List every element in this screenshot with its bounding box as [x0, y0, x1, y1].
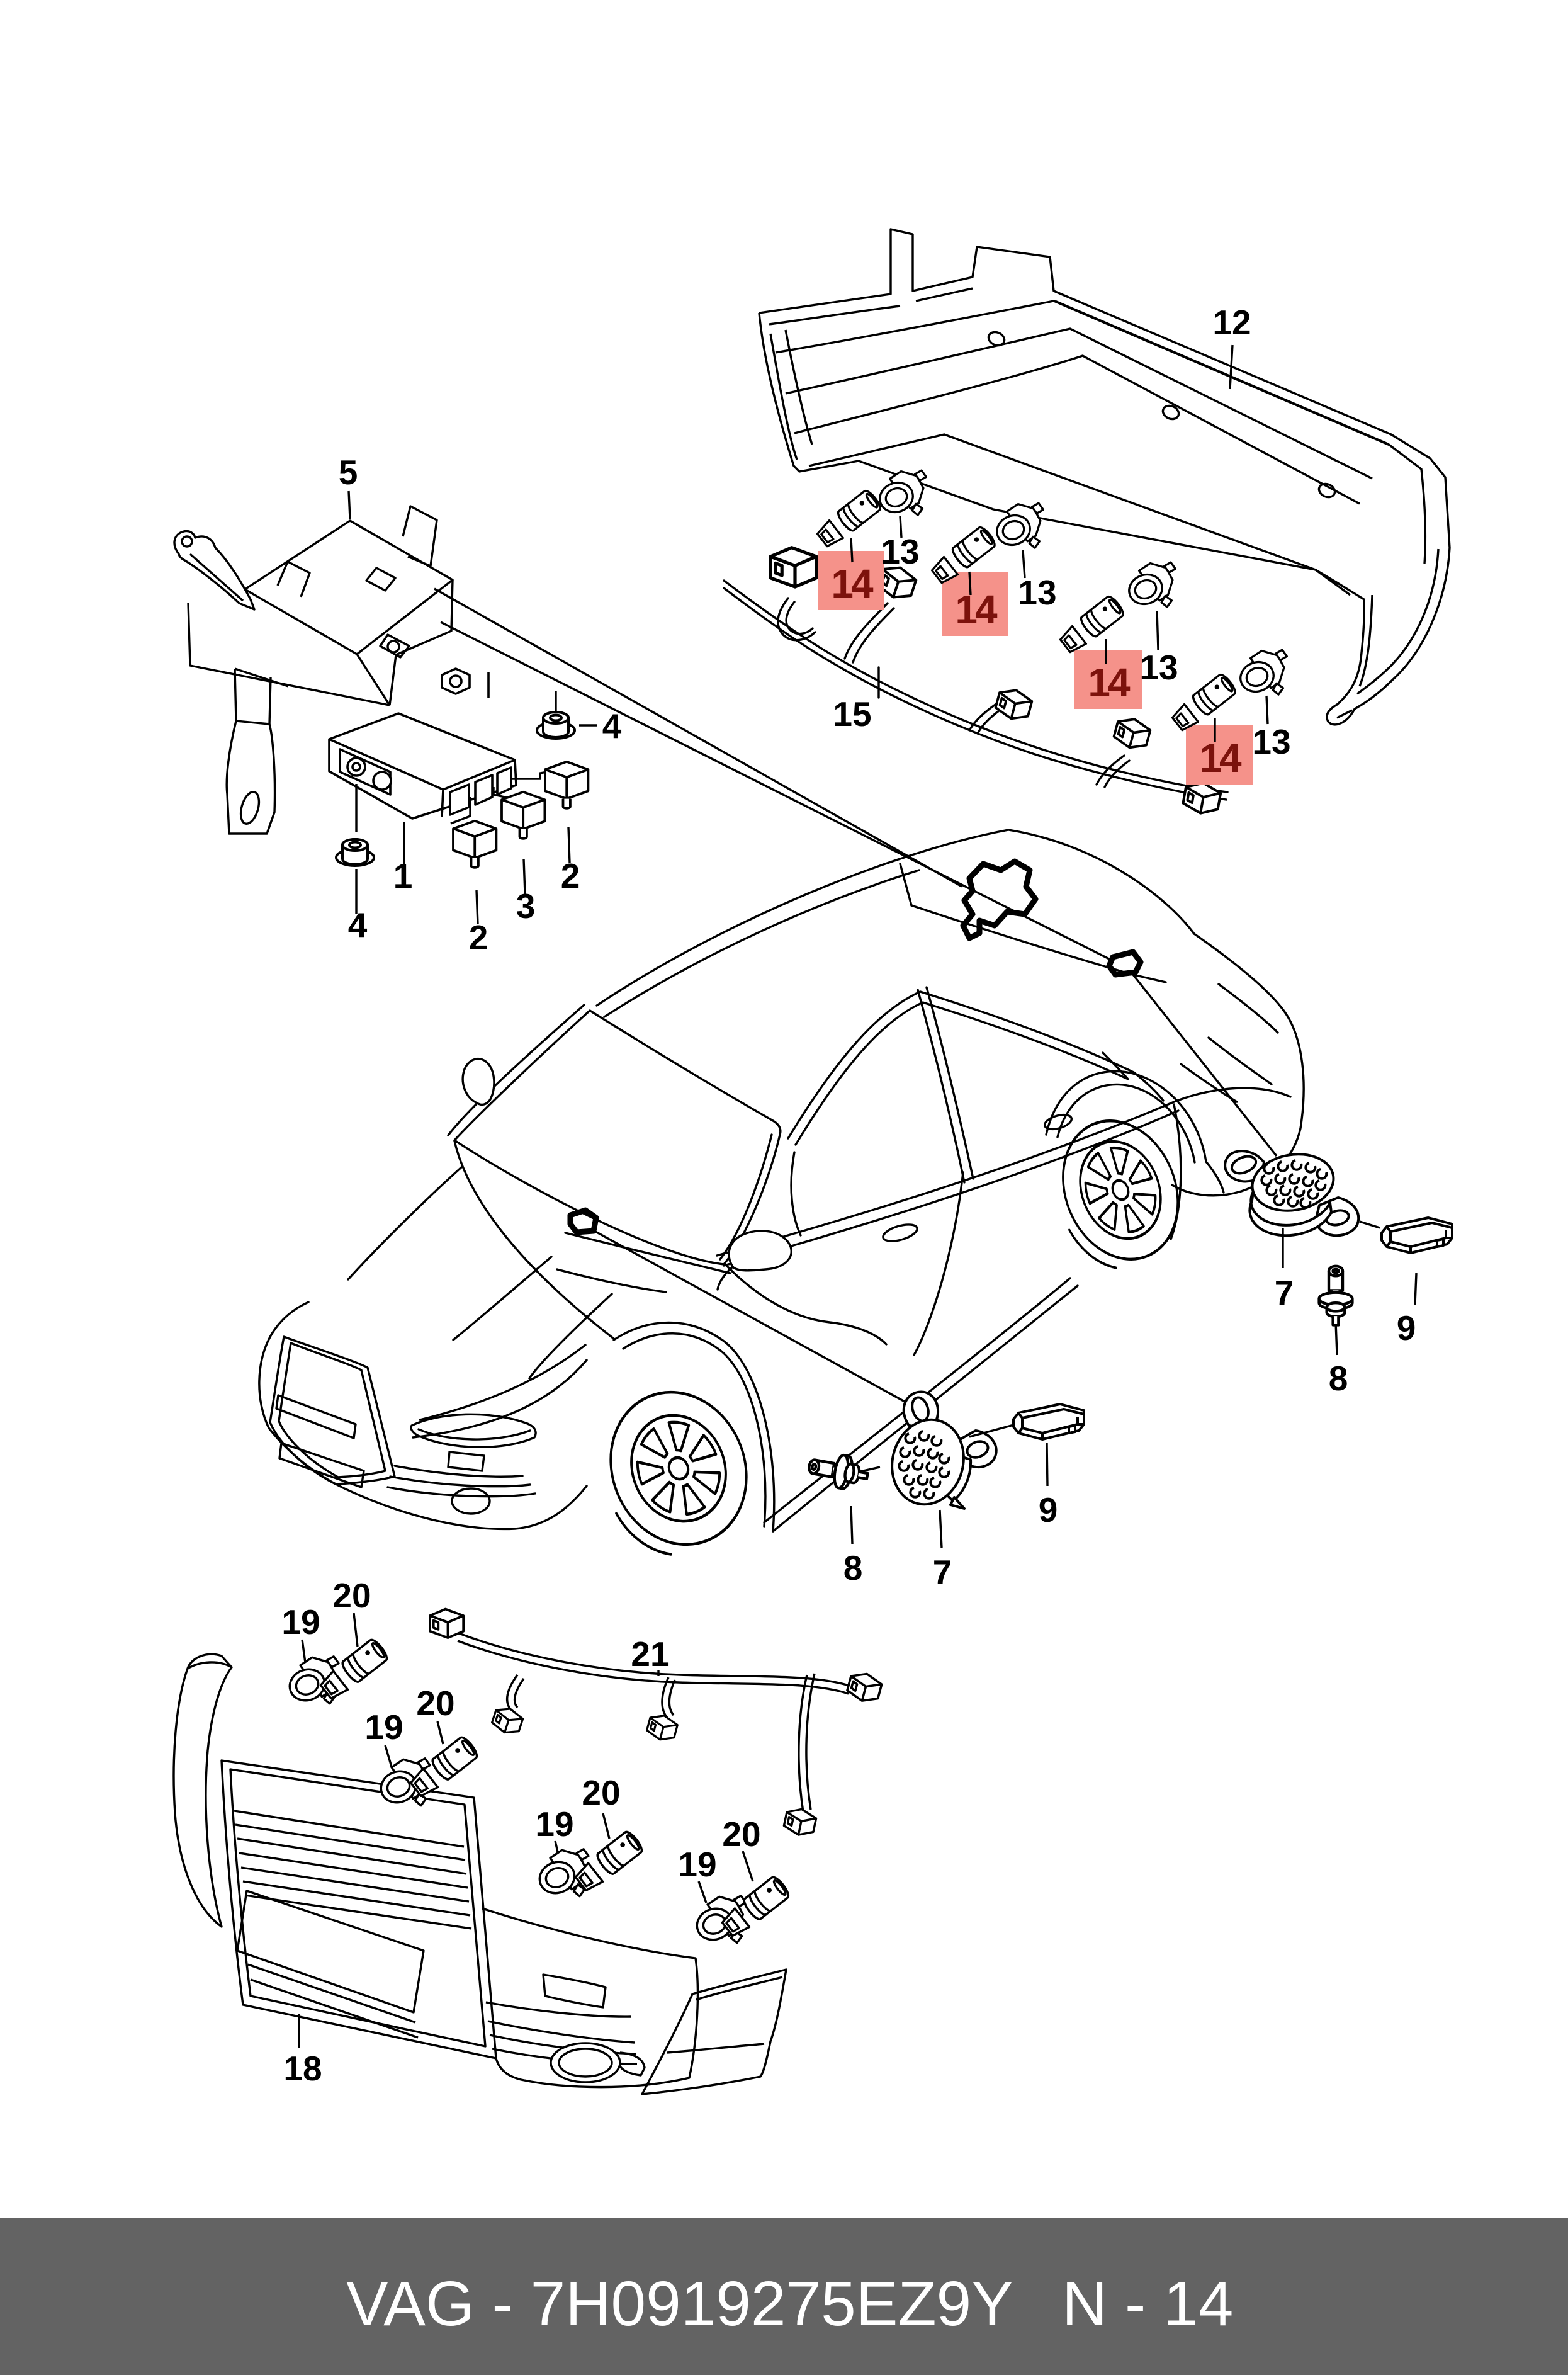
svg-text:21: 21 [631, 1635, 669, 1674]
svg-text:19: 19 [535, 1805, 573, 1844]
svg-text:20: 20 [416, 1684, 454, 1723]
svg-text:20: 20 [722, 1815, 760, 1854]
svg-text:N - 14: N - 14 [1062, 2269, 1233, 2339]
svg-text:8: 8 [1329, 1359, 1348, 1398]
svg-text:18: 18 [283, 2049, 322, 2088]
svg-text:13: 13 [881, 532, 919, 571]
svg-text:20: 20 [332, 1576, 371, 1615]
svg-text:19: 19 [678, 1845, 716, 1884]
svg-text:VAG - 7H0919275EZ9Y: VAG - 7H0919275EZ9Y [346, 2269, 1013, 2339]
svg-text:9: 9 [1397, 1308, 1416, 1347]
svg-text:4: 4 [348, 905, 368, 944]
svg-text:15: 15 [833, 694, 871, 734]
svg-text:2: 2 [469, 918, 488, 957]
svg-text:12: 12 [1212, 303, 1251, 342]
svg-text:13: 13 [1139, 648, 1178, 687]
svg-text:13: 13 [1018, 573, 1056, 612]
svg-text:9: 9 [1039, 1490, 1058, 1529]
svg-text:5: 5 [339, 453, 358, 492]
svg-text:13: 13 [1252, 722, 1290, 761]
svg-text:4: 4 [602, 706, 622, 745]
svg-text:7: 7 [933, 1553, 952, 1592]
svg-text:20: 20 [582, 1773, 620, 1812]
svg-text:14: 14 [955, 587, 998, 632]
svg-text:14: 14 [831, 561, 874, 606]
svg-text:3: 3 [516, 887, 536, 926]
svg-text:1: 1 [393, 856, 413, 895]
svg-text:7: 7 [1275, 1273, 1294, 1312]
svg-text:8: 8 [843, 1548, 863, 1587]
svg-text:19: 19 [364, 1708, 403, 1747]
svg-text:19: 19 [281, 1602, 320, 1641]
svg-text:14: 14 [1199, 735, 1242, 781]
svg-text:2: 2 [561, 856, 580, 895]
svg-text:14: 14 [1088, 660, 1131, 705]
